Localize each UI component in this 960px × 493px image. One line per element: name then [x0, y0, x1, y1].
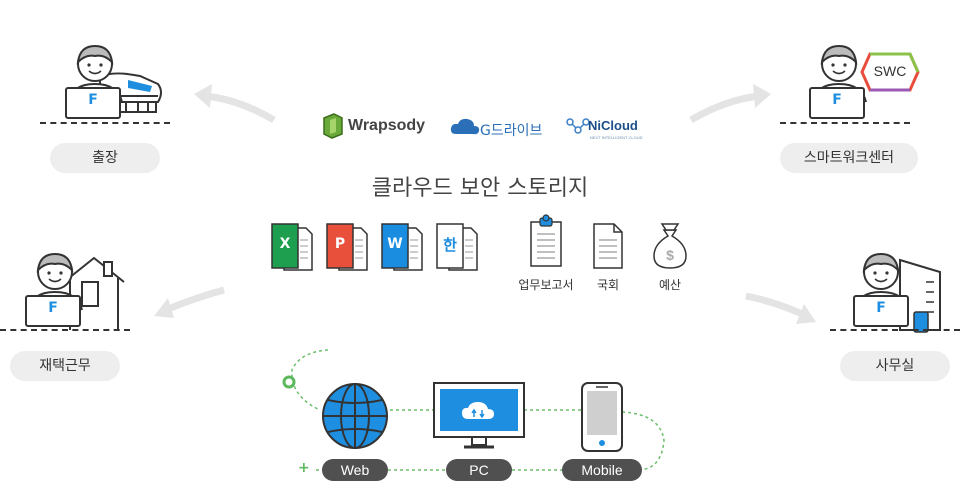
hangul-doc: 한 [435, 222, 479, 272]
laptop-smart-work: F [808, 86, 866, 122]
phone-office-icon [912, 310, 932, 333]
gdrive-logo: G드라이브 [450, 116, 550, 142]
nicloud-nodes-icon [566, 118, 590, 134]
ppt-doc: P [325, 222, 369, 272]
label-smart-work-center: 스마트워크센터 [780, 143, 918, 173]
smartphone-icon [580, 381, 624, 453]
label-business-trip: 출장 [50, 143, 160, 173]
word-icon: W [387, 236, 403, 252]
laptop-remote-work: F [24, 294, 82, 330]
center-title: 클라우드 보안 스토리지 [371, 176, 589, 201]
monitor-icon [432, 381, 526, 453]
excel-doc: X [270, 222, 314, 272]
nicloud-text: NiCloud [588, 118, 638, 133]
assembly-doc [592, 222, 624, 270]
arrow-to-business-trip [194, 84, 276, 124]
excel-icon: X [279, 236, 291, 252]
money-bag-icon: $ [653, 223, 687, 269]
laptop-office: F [852, 294, 910, 330]
ground-line [830, 329, 960, 333]
report-doc [528, 214, 564, 270]
label-report: 업무보고서 [518, 278, 574, 292]
laptop-business-trip: F [64, 86, 122, 122]
label-office: 사무실 [840, 351, 950, 381]
connector-start-dot [282, 374, 296, 389]
arrow-to-smart-work [689, 84, 771, 124]
document-icon [593, 223, 623, 269]
wrapsody-icon [323, 113, 343, 139]
label-remote-work: 재택근무 [10, 351, 120, 381]
wrapsody-logo: Wrapsody [320, 112, 430, 140]
clipboard-icon [530, 214, 562, 267]
device-label-mobile: Mobile [562, 459, 642, 481]
device-label-web: Web [322, 459, 388, 481]
arrow-to-remote-work [154, 286, 225, 318]
ground-line [0, 329, 130, 333]
device-label-pc: PC [446, 459, 512, 481]
arrow-to-office [745, 292, 816, 324]
laptop-logo-letter: F [88, 92, 98, 108]
cloud-icon [450, 118, 480, 135]
laptop-logo-letter: F [832, 92, 842, 108]
globe-icon [320, 380, 390, 452]
wrapsody-text: Wrapsody [348, 117, 426, 134]
ppt-icon: P [334, 236, 346, 252]
svg-text:$: $ [666, 247, 674, 263]
laptop-logo-letter: F [876, 300, 886, 316]
gdrive-text: G드라이브 [480, 123, 543, 139]
nicloud-logo: NiCloud NEXT INTELLIGENT CLOUD [566, 116, 656, 146]
budget-doc: $ [650, 220, 690, 270]
swc-hexagon-icon [860, 52, 920, 92]
swc-logo-text: SWC [873, 63, 907, 79]
plus-icon: + [298, 460, 310, 476]
hangul-icon: 한 [443, 236, 457, 254]
nicloud-subtext: NEXT INTELLIGENT CLOUD [590, 135, 643, 140]
laptop-logo-letter: F [48, 300, 58, 316]
swc-logo: SWC [860, 52, 920, 92]
label-budget: 예산 [658, 278, 682, 292]
word-doc: W [380, 222, 424, 272]
ground-line [780, 122, 910, 126]
label-assembly: 국회 [596, 278, 620, 292]
ground-line [40, 122, 170, 126]
